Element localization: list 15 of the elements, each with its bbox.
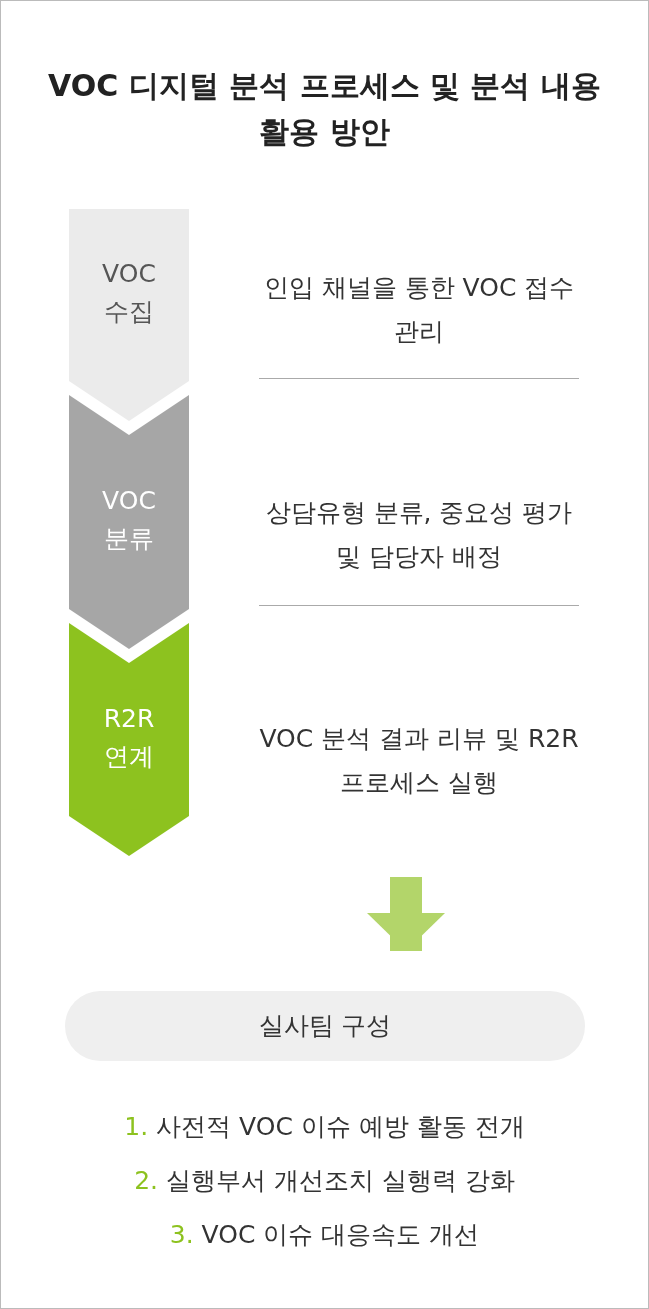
chevron-step — [69, 623, 189, 856]
step-label: VOC 수집 — [101, 258, 157, 328]
chevron-step — [69, 395, 189, 649]
list-item: 3. VOC 이슈 대응속도 개선 — [168, 1219, 481, 1251]
step-description: 상담유형 분류, 중요성 평가 및 담당자 배정 — [264, 497, 574, 573]
step-label: VOC 분류 — [101, 485, 157, 555]
pill-label: 실사팀 구성 — [257, 1010, 393, 1042]
step-description: VOC 분석 결과 리뷰 및 R2R 프로세스 실행 — [259, 723, 579, 799]
step-label: R2R 연계 — [102, 702, 156, 773]
chevron-step — [69, 209, 189, 421]
title: VOC 디지털 분석 프로세스 및 분석 내용 활용 방안 — [47, 67, 602, 151]
list-item: 1. 사전적 VOC 이슈 예방 활동 전개 — [123, 1111, 526, 1143]
list-item: 2. 실행부서 개선조치 실행력 강화 — [133, 1165, 516, 1197]
down-arrow — [367, 877, 445, 951]
step-description: 인입 채널을 통한 VOC 접수 관리 — [262, 272, 576, 348]
